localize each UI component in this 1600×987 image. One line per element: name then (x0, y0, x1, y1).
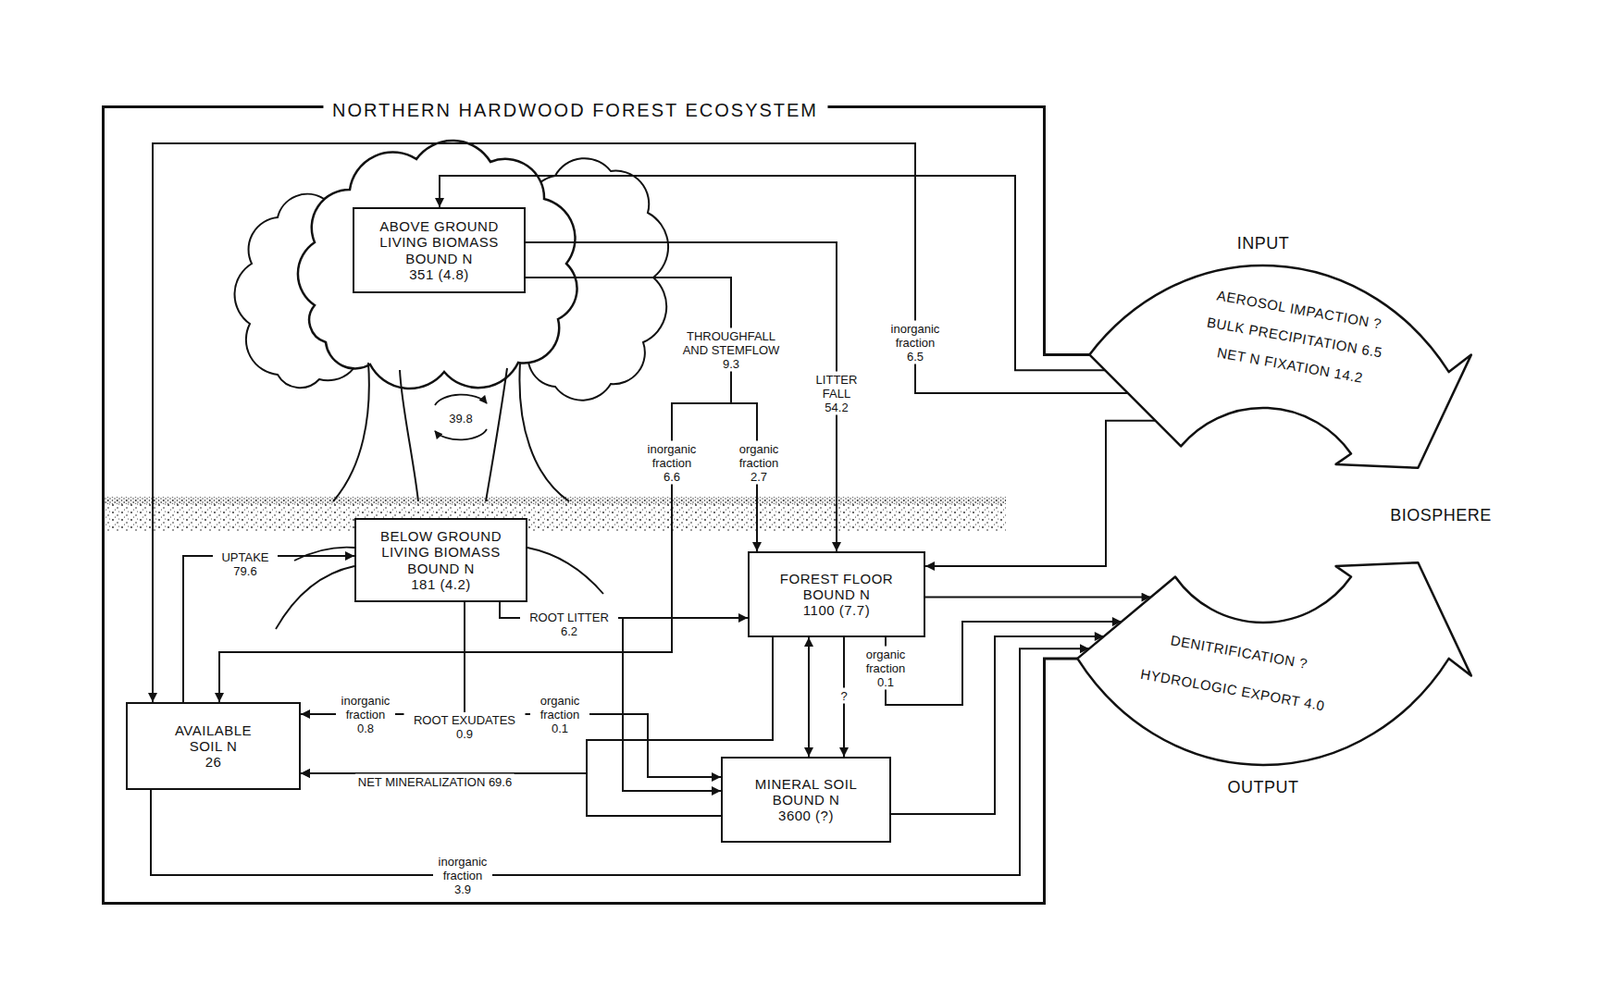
flux-arrow (219, 277, 732, 703)
flux-arrow (925, 421, 1155, 567)
tree-root (527, 547, 604, 595)
available-soil-pool: AVAILABLE SOIL N26 (125, 702, 301, 791)
internal-cycle-arrow (434, 429, 487, 440)
flux-label: inorganic fraction 3.9 (433, 854, 493, 898)
flux-label: ROOT EXUDATES 0.9 (404, 712, 526, 743)
flux-arrow (464, 602, 721, 778)
flow-band (1089, 265, 1472, 469)
flux-label: LITTER FALL 54.2 (809, 372, 864, 416)
pool-value: 3600 (?) (778, 807, 834, 824)
tree-trunk (333, 362, 370, 502)
flux-arrow (300, 773, 721, 817)
flux-label: organic fraction 0.1 (530, 693, 590, 737)
cycle-label: BIOSPHERE (1389, 507, 1492, 524)
pool-name: ABOVE GROUND LIVING BIOMASS BOUND N (372, 218, 507, 267)
below-ground-pool: BELOW GROUND LIVING BIOMASS BOUND N181 (… (354, 518, 528, 603)
flux-label: organic fraction 0.1 (855, 646, 916, 691)
tree-trunk (519, 362, 570, 502)
flux-label: inorganic fraction 0.8 (335, 693, 396, 737)
pool-name: AVAILABLE SOIL N (167, 722, 261, 756)
flow-band (1077, 562, 1472, 766)
ground-surface (104, 496, 1006, 505)
flux-label: UPTAKE 79.6 (212, 549, 278, 580)
flux-arrow (925, 596, 1152, 599)
flux-arrow (525, 242, 837, 552)
tree-root (294, 547, 355, 561)
flux-label: ROOT LITTER 6.2 (520, 609, 619, 640)
pool-value: 181 (4.2) (410, 576, 472, 593)
cycle-label: INPUT (1237, 235, 1290, 252)
flux-arrow (525, 277, 757, 552)
pool-value: 351 (4.8) (409, 266, 470, 283)
tree-root (275, 566, 355, 630)
frame-title: NORTHERN HARDWOOD FOREST ECOSYSTEM (322, 99, 828, 122)
flux-label: inorganic fraction 6.5 (885, 321, 945, 365)
flux-label: inorganic fraction 6.6 (642, 441, 702, 485)
flux-label: organic fraction 2.7 (729, 441, 789, 485)
pool-value: 26 (205, 754, 223, 770)
tree-canopy (297, 140, 578, 389)
flux-label: 39.8 (446, 410, 475, 427)
tree-trunk (485, 368, 508, 502)
forest-floor-pool: FOREST FLOOR BOUND N1100 (7.7) (747, 551, 926, 638)
tree-trunk (399, 370, 419, 502)
pool-name: FOREST FLOOR BOUND N (774, 570, 900, 604)
cycle-label: OUTPUT (1227, 779, 1300, 796)
pool-name: MINERAL SOIL BOUND N (744, 776, 869, 809)
mineral-soil-pool: MINERAL SOIL BOUND N3600 (?) (720, 756, 892, 844)
flux-label: NET MINERALIZATION 69.6 (355, 774, 515, 791)
ground-band (104, 499, 1006, 532)
internal-cycle-arrow (434, 395, 487, 406)
frame-edge (1044, 658, 1079, 906)
flux-arrow (807, 637, 810, 757)
ecosystem-frame: ABOVE GROUND LIVING BIOMASS BOUND N351 (… (101, 105, 1046, 906)
above-ground-pool: ABOVE GROUND LIVING BIOMASS BOUND N351 (… (352, 207, 526, 294)
biosphere-cycle: INPUTAEROSOL IMPACTION ?BULK PRECIPITATI… (1041, 222, 1546, 807)
flux-arrow (152, 143, 1129, 703)
flux-arrow (499, 602, 721, 792)
flux-arrow (891, 636, 1104, 815)
flux-label: ? (837, 688, 850, 705)
pool-value: 1100 (7.7) (803, 602, 870, 619)
frame-edge (1044, 105, 1091, 355)
flux-arrow (300, 637, 773, 774)
pool-name: BELOW GROUND LIVING BIOMASS BOUND N (373, 528, 509, 577)
flux-label: THROUGHFALL AND STEMFLOW 9.3 (676, 328, 786, 373)
